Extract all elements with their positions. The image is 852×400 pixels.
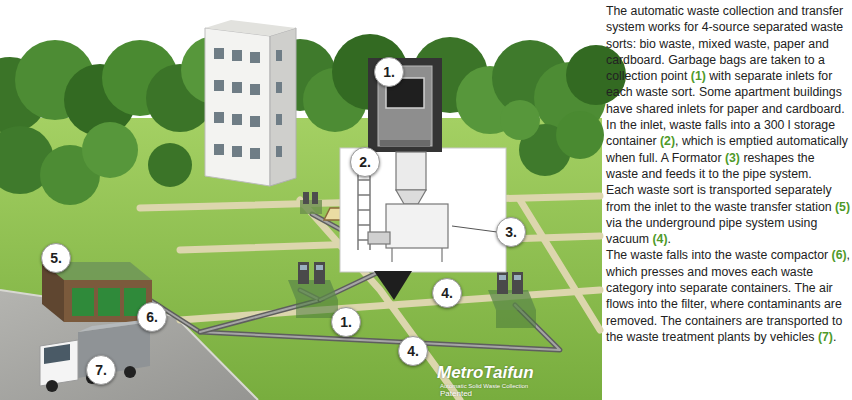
reference-number: (4) [652, 232, 667, 246]
callout-number: 4. [432, 278, 462, 308]
text-segment: via the underground pipe system using va… [606, 216, 817, 246]
lawn [0, 118, 602, 400]
inlet-inset [340, 58, 506, 300]
reference-number: (1) [691, 69, 706, 83]
description-text: The automatic waste collection and trans… [606, 3, 850, 345]
logo-text: MetroTaifun [437, 364, 534, 382]
truck [40, 318, 160, 392]
text-segment: . [668, 232, 671, 246]
logo-subtitle: Automatic Solid Waste Collection [440, 383, 528, 390]
callout-number: 4. [398, 336, 428, 366]
callout-number: 6. [137, 302, 167, 332]
callout-number: 5. [41, 243, 71, 273]
text-paragraph: The automatic waste collection and trans… [606, 3, 850, 117]
collection-point [488, 272, 536, 328]
text-segment: . [833, 330, 836, 344]
text-paragraph: The waste falls into the waste compactor… [606, 247, 850, 345]
reference-number: (3) [725, 151, 740, 165]
callout-number: 2. [350, 147, 380, 177]
callout-number: 3. [496, 217, 526, 247]
text-segment: , which presses and moves each waste cat… [606, 248, 850, 343]
text-segment: Each waste sort is transported separatel… [606, 183, 832, 213]
callout-number: 7. [86, 355, 116, 385]
logo-note: Patented [440, 389, 472, 398]
apartment-building [205, 20, 296, 186]
callout-number: 1. [374, 57, 404, 87]
collection-point [288, 262, 338, 318]
text-paragraph: In the inlet, waste falls into a 300 l s… [606, 117, 850, 182]
text-paragraph: Each waste sort is transported separatel… [606, 182, 850, 247]
reference-number: (6) [832, 248, 847, 262]
reference-number: (2) [660, 134, 675, 148]
trees [0, 34, 626, 205]
leader-line [452, 226, 497, 232]
text-segment: The waste falls into the waste compactor [606, 248, 828, 262]
callout-number: 1. [331, 307, 361, 337]
collection-point [300, 192, 322, 214]
reference-number: (5) [835, 200, 850, 214]
reference-number: (7) [818, 330, 833, 344]
